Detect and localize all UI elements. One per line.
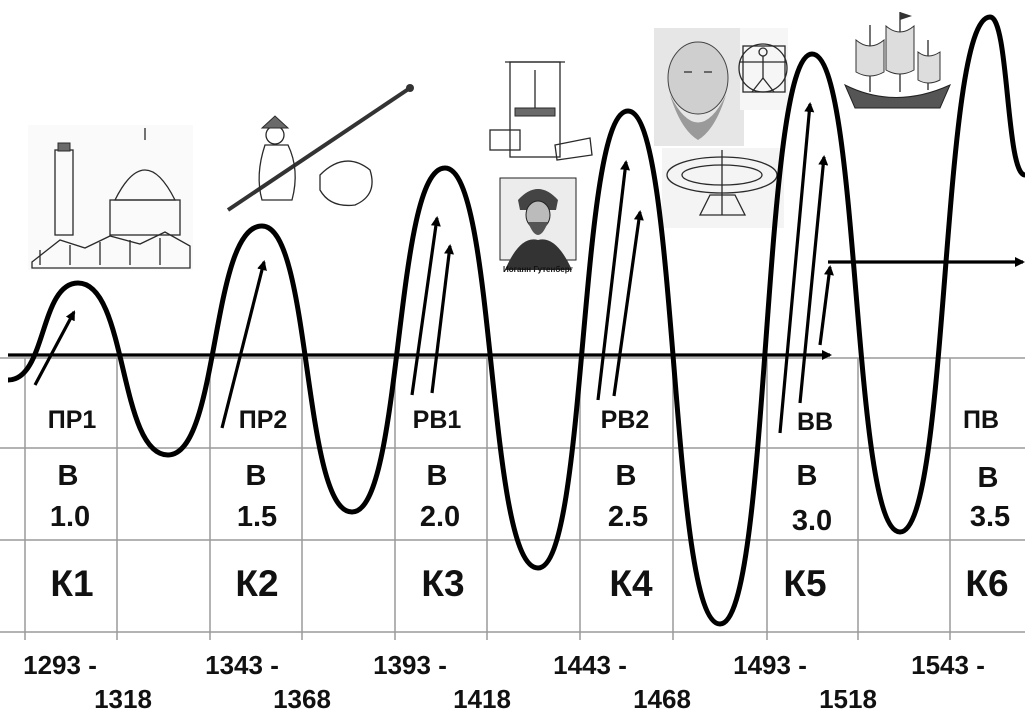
growth-arrow [220, 260, 267, 429]
version-number: 3.0 [792, 505, 832, 537]
phase-label: ПВ [963, 406, 999, 434]
version-letter: В [616, 460, 637, 492]
growth-arrow [430, 244, 454, 394]
cycle-label: К5 [783, 563, 826, 604]
cycle-label: К2 [235, 563, 278, 604]
growth-arrow [33, 310, 76, 386]
cycle-row: К1 К2 К3 К4 К5 К6 [50, 563, 1008, 604]
version-number: 1.0 [50, 501, 90, 533]
version-letter: В [978, 462, 999, 494]
phase-row: ПР1 ПР2 РВ1 РВ2 ВВ ПВ [48, 406, 999, 436]
year-end: 1518 [819, 684, 877, 714]
cycle-label: К1 [50, 563, 93, 604]
version-letter: В [797, 460, 818, 492]
year-start: 1543 - [911, 650, 985, 680]
phase-label: РВ2 [601, 406, 650, 434]
year-start: 1443 - [553, 650, 627, 680]
version-number: 2.0 [420, 501, 460, 533]
year-end: 1468 [633, 684, 691, 714]
cycle-label: К3 [421, 563, 464, 604]
growth-arrow [612, 210, 644, 397]
vitruvian-man-illustration [738, 28, 788, 110]
growth-arrow [798, 155, 829, 404]
phase-label: РВ1 [413, 406, 462, 434]
da-vinci-portrait [654, 28, 744, 146]
year-start: 1393 - [373, 650, 447, 680]
gutenberg-portrait: Иоганн Гутенберг [499, 177, 577, 274]
growth-arrow [410, 216, 441, 396]
growth-arrow [778, 102, 815, 434]
growth-arrows [33, 102, 834, 434]
gutenberg-caption: Иоганн Гутенберг [503, 265, 574, 274]
version-number: 3.5 [970, 501, 1010, 533]
version-letter: В [427, 460, 448, 492]
phase-label: ПР2 [239, 406, 288, 434]
helicopter-sketch-illustration [662, 148, 784, 228]
year-end: 1368 [273, 684, 331, 714]
year-start: 1343 - [205, 650, 279, 680]
phase-label: ПР1 [48, 406, 97, 434]
version-row: В 1.0 В 1.5 В 2.0 В 2.5 В 3.0 В 3.5 [50, 460, 1010, 537]
growth-arrow [818, 265, 834, 346]
phase-label: ВВ [797, 408, 833, 436]
version-number: 1.5 [237, 501, 277, 533]
caravel-ship-illustration [843, 12, 951, 109]
version-letter: В [58, 460, 79, 492]
version-number: 2.5 [608, 501, 648, 533]
year-end: 1418 [453, 684, 511, 714]
galileo-telescope-illustration [226, 84, 414, 212]
cycle-label: К4 [609, 563, 653, 604]
year-start: 1493 - [733, 650, 807, 680]
growth-arrow [596, 160, 631, 401]
year-start: 1293 - [23, 650, 97, 680]
cycle-label: К6 [965, 563, 1008, 604]
innovation-wave-curve [7, 14, 1025, 627]
grid [0, 357, 1025, 640]
florence-cathedral-illustration [28, 125, 193, 270]
printing-press-illustration [489, 61, 593, 161]
version-letter: В [246, 460, 267, 492]
year-axis: 1293 - 1343 - 1393 - 1443 - 1493 - 1543 … [23, 650, 985, 714]
year-end: 1318 [94, 684, 152, 714]
